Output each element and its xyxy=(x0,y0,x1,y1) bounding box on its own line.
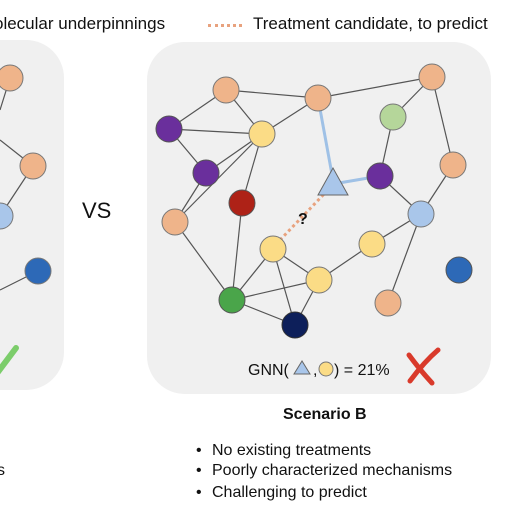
bullet-text: No existing treatments xyxy=(212,442,372,459)
node-light-green xyxy=(379,103,407,131)
node-blue xyxy=(445,256,473,284)
node-purple xyxy=(366,162,394,190)
left-panel-cut-text: s xyxy=(0,462,5,479)
left-node-lightblue xyxy=(0,202,14,230)
node-orange xyxy=(304,84,332,112)
vs-label: VS xyxy=(82,198,112,223)
formula-separator: , xyxy=(313,362,317,379)
bullet-item: •No existing treatments xyxy=(196,442,372,459)
node-purple xyxy=(192,159,220,187)
formula-prefix: GNN( xyxy=(248,362,290,379)
treatment-candidate-link xyxy=(278,190,328,242)
bullet-item: •Challenging to predict xyxy=(196,484,367,501)
node-red xyxy=(228,189,256,217)
question-mark: ? xyxy=(298,211,308,228)
scenario-b-panel: ? GNN( , ) = 21% xyxy=(147,42,491,394)
bullet-text: Challenging to predict xyxy=(212,484,367,501)
scenario-b-title: Scenario B xyxy=(283,406,367,423)
node-purple xyxy=(155,115,183,143)
left-panel xyxy=(0,40,64,390)
bullet-text: Poorly characterized mechanisms xyxy=(212,462,453,479)
left-node-orange-2 xyxy=(19,152,47,180)
formula-triangle-icon xyxy=(293,360,311,375)
node-navy xyxy=(281,311,309,339)
node-yellow xyxy=(358,230,386,258)
node-yellow xyxy=(305,266,333,294)
legend-molecular-underpinnings: olecular underpinnings xyxy=(0,14,166,33)
node-green xyxy=(218,286,246,314)
formula-yellow-node-icon xyxy=(318,361,334,377)
node-light-blue xyxy=(407,200,435,228)
left-panel-bg xyxy=(0,40,64,390)
green-check-icon xyxy=(0,345,19,375)
legend-treatment-candidate: Treatment candidate, to predict xyxy=(253,14,488,33)
node-orange xyxy=(161,208,189,236)
node-yellow xyxy=(259,235,287,263)
legend-dotted-line-swatch xyxy=(208,24,242,27)
bullet-item: •Poorly characterized mechanisms xyxy=(196,462,453,479)
node-orange xyxy=(439,151,467,179)
left-node-orange-1 xyxy=(0,64,24,92)
node-orange xyxy=(212,76,240,104)
highlight-edge-1 xyxy=(316,97,335,181)
node-orange xyxy=(418,63,446,91)
node-yellow xyxy=(248,120,276,148)
formula-suffix: ) = 21% xyxy=(334,362,390,379)
red-x-cross-icon xyxy=(406,347,441,386)
left-node-blue xyxy=(24,257,52,285)
treatment-triangle-icon xyxy=(317,166,349,196)
node-orange xyxy=(374,289,402,317)
